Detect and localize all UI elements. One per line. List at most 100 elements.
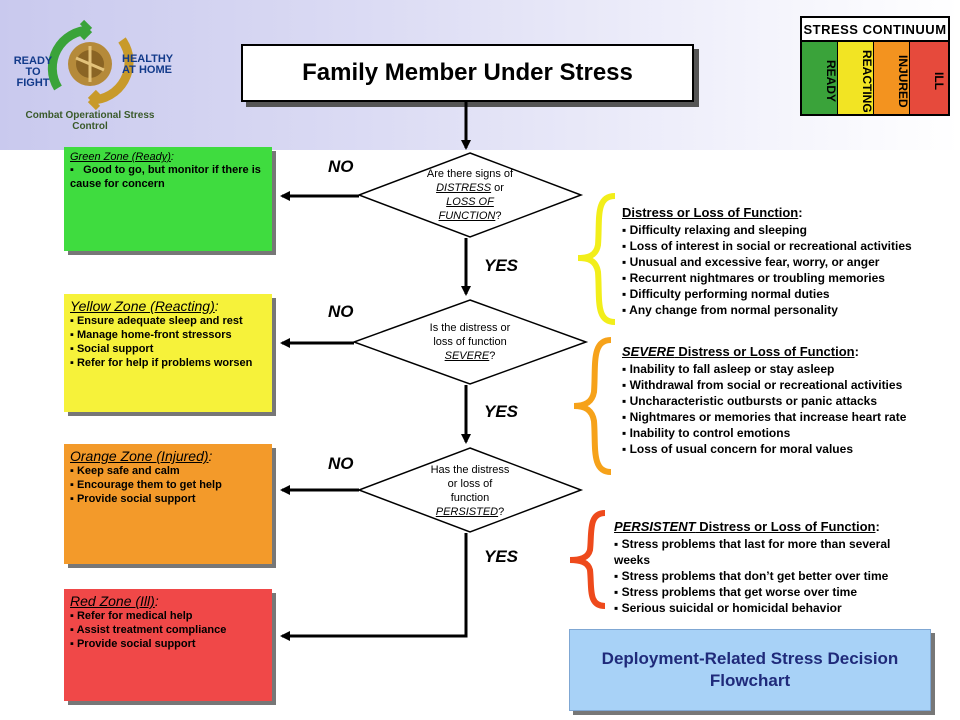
question-1-qmark: ? [495, 210, 502, 222]
distress-item-3: Unusual and excessive fear, worry, or an… [629, 255, 880, 269]
question-1: Are there signs of DISTRESS or LOSS OF F… [400, 167, 540, 223]
list-item: ▪ Difficulty performing normal duties [622, 287, 830, 301]
list-item: ▪ Loss of usual concern for moral values [622, 442, 853, 456]
question-1-distress: DISTRESS [436, 182, 492, 194]
continuum-label-injured: INJURED [896, 54, 910, 108]
list-item: ▪ Provide social support [70, 638, 196, 650]
cosc-logo: READY TO FIGHT HEALTHY AT HOME Combat Op… [10, 18, 174, 132]
logo-text-left-2: TO FIGHT [16, 66, 50, 89]
symptoms-severe-title: Distress or Loss of Function [674, 344, 855, 359]
symptoms-persistent-list: ▪ Stress problems that last for more tha… [614, 536, 904, 616]
green-zone-box: Green Zone (Ready): ▪ Good to go, but mo… [64, 147, 272, 251]
list-item: ▪ Stress problems that get worse over ti… [614, 585, 857, 599]
flowchart-caption-box: Deployment-Related Stress Decision Flowc… [569, 629, 931, 711]
severe-item-4: Nightmares or memories that increase hea… [629, 410, 907, 424]
logo-caption: Combat Operational Stress Control [25, 110, 155, 132]
list-item: ▪ Withdrawal from social or recreational… [622, 378, 903, 392]
no-label-1: NO [328, 157, 354, 176]
distress-item-1: Difficulty relaxing and sleeping [629, 223, 807, 237]
red-zone-box: Red Zone (Ill): ▪ Refer for medical help… [64, 589, 272, 701]
yellow-zone-list: ▪ Ensure adequate sleep and rest ▪ Manag… [70, 314, 266, 370]
logo-text-right-1: HEALTHY [122, 53, 174, 65]
question-3-line-1: Has the distress [430, 464, 510, 476]
orange-zone-colon: : [208, 448, 213, 464]
symptoms-severe: SEVERE Distress or Loss of Function: ▪ I… [622, 344, 912, 457]
severe-item-6: Loss of usual concern for moral values [629, 442, 853, 456]
green-zone-item-1: Good to go, but monitor if there is caus… [70, 164, 261, 190]
persistent-item-4: Serious suicidal or homicidal behavior [621, 601, 842, 615]
orange-brace-icon [573, 337, 612, 475]
list-item: ▪ Difficulty relaxing and sleeping [622, 223, 807, 237]
decision-diamond-2 [351, 299, 589, 385]
logo-text-right-2: AT HOME [122, 64, 172, 76]
list-item: ▪ Nightmares or memories that increase h… [622, 410, 907, 424]
list-item: ▪ Refer for help if problems worsen [70, 357, 253, 369]
page-title: Family Member Under Stress [241, 44, 694, 102]
question-3-persisted: PERSISTED [435, 506, 499, 518]
decision-diamond-1 [356, 152, 584, 238]
symptoms-persistent-title: Distress or Loss of Function [695, 519, 876, 534]
symptoms-severe-colon: : [854, 344, 859, 359]
yellow-brace-icon [577, 193, 616, 325]
distress-item-5: Difficulty performing normal duties [629, 287, 830, 301]
distress-item-2: Loss of interest in social or recreation… [629, 239, 912, 253]
question-3-line-3: function [450, 492, 490, 504]
yellow-zone-item-1: Ensure adequate sleep and rest [76, 315, 243, 327]
list-item: ▪ Social support [70, 343, 154, 355]
red-zone-item-3: Provide social support [76, 638, 196, 650]
severe-item-5: Inability to control emotions [629, 426, 791, 440]
symptoms-distress-title: Distress or Loss of Function [622, 205, 799, 220]
question-3-qmark: ? [498, 506, 505, 518]
list-item: ▪ Encourage them to get help [70, 479, 222, 491]
question-2-line-1: Is the distress or [429, 322, 511, 334]
no-label-2: NO [328, 302, 354, 321]
orange-zone-item-2: Encourage them to get help [76, 479, 222, 491]
red-zone-item-1: Refer for medical help [76, 610, 193, 622]
caption-line-2: Flowchart [709, 671, 791, 690]
green-zone-title: Green Zone (Ready) [70, 151, 171, 163]
list-item: ▪ Keep safe and calm [70, 465, 180, 477]
yellow-zone-colon: : [214, 298, 219, 314]
yellow-zone-item-3: Social support [76, 343, 154, 355]
stress-continuum: STRESS CONTINUUM READY REACTING INJURED … [800, 16, 950, 116]
orange-zone-item-3: Provide social support [76, 493, 196, 505]
green-zone-list: ▪ Good to go, but monitor if there is ca… [70, 163, 266, 191]
continuum-cell-injured: INJURED [874, 42, 910, 114]
continuum-label-ready: READY [824, 59, 838, 102]
red-zone-list: ▪ Refer for medical help ▪ Assist treatm… [70, 609, 266, 651]
persistent-item-1: Stress problems that last for more than … [614, 537, 891, 567]
symptoms-distress: Distress or Loss of Function: ▪ Difficul… [622, 205, 912, 318]
continuum-label-ill: ILL [932, 72, 946, 90]
yellow-zone-item-2: Manage home-front stressors [76, 329, 232, 341]
list-item: ▪ Provide social support [70, 493, 196, 505]
yellow-zone-item-4: Refer for help if problems worsen [76, 357, 253, 369]
continuum-cell-ill: ILL [910, 42, 948, 114]
severe-item-2: Withdrawal from social or recreational a… [629, 378, 903, 392]
yes-label-3: YES [484, 547, 519, 566]
list-item: ▪ Stress problems that last for more tha… [614, 537, 891, 567]
distress-item-4: Recurrent nightmares or troubling memori… [629, 271, 885, 285]
list-item: ▪ Serious suicidal or homicidal behavior [614, 601, 842, 615]
orange-zone-box: Orange Zone (Injured): ▪ Keep safe and c… [64, 444, 272, 564]
question-2-qmark: ? [489, 350, 496, 362]
question-1-function: FUNCTION [438, 210, 496, 222]
no-label-3: NO [328, 454, 354, 473]
list-item: ▪ Unusual and excessive fear, worry, or … [622, 255, 880, 269]
continuum-cell-reacting: REACTING [838, 42, 874, 114]
continuum-label-reacting: REACTING [860, 49, 874, 113]
red-zone-item-2: Assist treatment compliance [76, 624, 227, 636]
list-item: ▪ Inability to control emotions [622, 426, 791, 440]
red-zone-title: Red Zone (Ill) [70, 593, 155, 609]
symptoms-distress-colon: : [798, 205, 803, 220]
severe-item-3: Uncharacteristic outbursts or panic atta… [629, 394, 878, 408]
list-item: ▪ Inability to fall asleep or stay aslee… [622, 362, 835, 376]
symptoms-severe-list: ▪ Inability to fall asleep or stay aslee… [622, 361, 912, 457]
orange-zone-title: Orange Zone (Injured) [70, 448, 209, 464]
list-item: ▪ Recurrent nightmares or troubling memo… [622, 271, 885, 285]
arrow-q3-yes [280, 533, 468, 641]
question-2: Is the distress or loss of function SEVE… [400, 321, 540, 363]
symptoms-persistent-colon: : [875, 519, 880, 534]
continuum-cell-ready: READY [802, 42, 838, 114]
list-item: ▪ Refer for medical help [70, 610, 193, 622]
